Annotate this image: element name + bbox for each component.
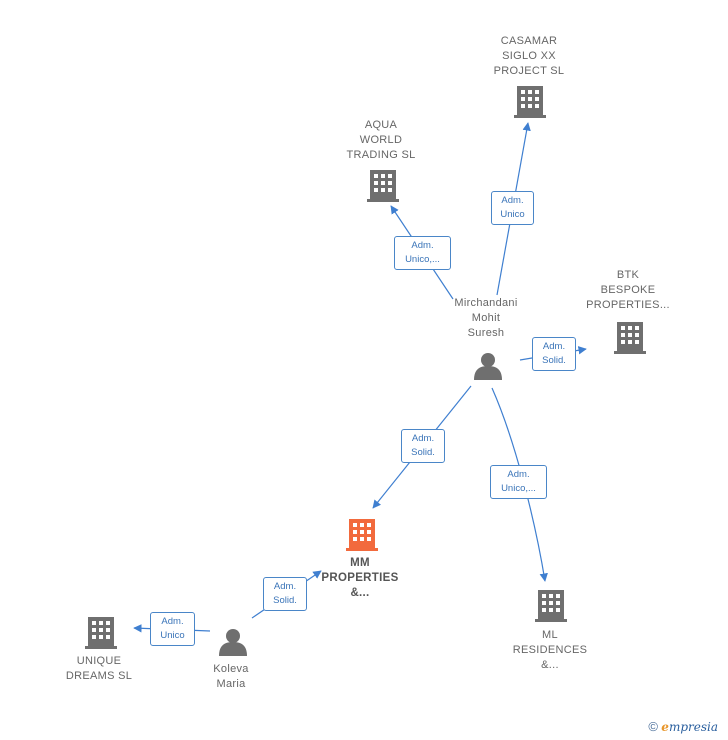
node-label-casamar[interactable]: CASAMAR SIGLO XX PROJECT SL [493, 35, 565, 77]
edge-label-mm-koleva[interactable]: Adm. Solid. [263, 577, 307, 611]
node-label-mirchandani[interactable]: Mirchandani Mohit Suresh [454, 297, 518, 339]
node-label-btk[interactable]: BTK BESPOKE PROPERTIES... [586, 269, 670, 311]
edge-label-btk[interactable]: Adm. Solid. [532, 337, 576, 371]
brand-logo: empresia [661, 720, 718, 734]
node-label-unique[interactable]: UNIQUE DREAMS SL [65, 655, 133, 682]
node-label-mm[interactable]: MM PROPERTIES &... [321, 557, 399, 599]
node-label-koleva[interactable]: Koleva Maria [213, 663, 249, 690]
edge-label-mm-mirchandani[interactable]: Adm. Solid. [401, 429, 445, 463]
focus-building-icon [346, 519, 378, 551]
building-icon [367, 170, 399, 202]
copyright-icon: © [648, 719, 658, 734]
node-label-ml[interactable]: ML RESIDENCES &... [512, 629, 588, 671]
building-icon [535, 590, 567, 622]
building-icon [85, 617, 117, 649]
building-icon [614, 322, 646, 354]
person-icon [474, 353, 502, 380]
person-icon [219, 629, 247, 656]
edge-label-ml[interactable]: Adm. Unico,... [490, 465, 547, 499]
edge-label-aqua[interactable]: Adm. Unico,... [394, 236, 451, 270]
edge-label-casamar[interactable]: Adm. Unico [491, 191, 534, 225]
node-label-aqua[interactable]: AQUA WORLD TRADING SL [346, 119, 416, 161]
edge-label-unique[interactable]: Adm. Unico [150, 612, 195, 646]
building-icon [514, 86, 546, 118]
copyright-notice: © empresia [648, 719, 718, 734]
